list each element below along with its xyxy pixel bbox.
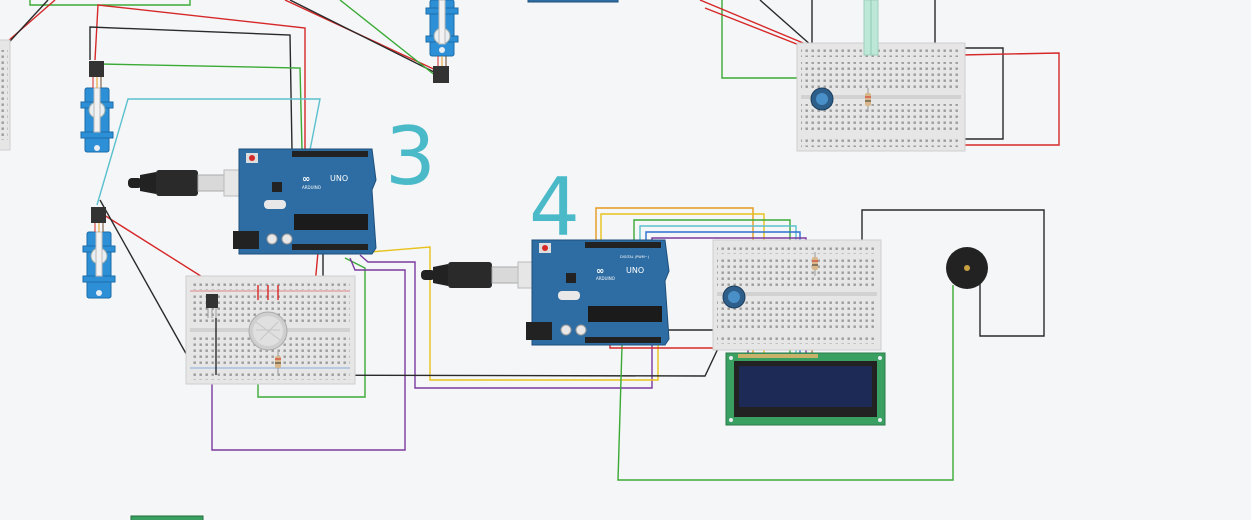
potentiometer-2[interactable] bbox=[722, 285, 746, 309]
resistor-left[interactable] bbox=[275, 350, 281, 374]
potentiometer-1[interactable] bbox=[810, 87, 834, 111]
wire-red[interactable] bbox=[699, 0, 821, 51]
arduino-4[interactable]: ∞ UNO ARDUINO DIGITAL (PWM~) bbox=[526, 239, 670, 346]
wire-green[interactable] bbox=[617, 244, 954, 481]
resistor-short-wires bbox=[215, 285, 279, 375]
arduino-brand-label-3: ARDUINO bbox=[302, 185, 321, 190]
resistor-center[interactable] bbox=[812, 252, 818, 276]
arduino-brand-label-4: ARDUINO bbox=[596, 276, 615, 281]
wire-red[interactable] bbox=[94, 4, 306, 150]
board-label-4: 4 bbox=[529, 161, 580, 254]
arduino-3[interactable]: ∞ UNO ARDUINO bbox=[233, 148, 377, 255]
partial-component-top[interactable] bbox=[527, 0, 619, 3]
wire-black[interactable] bbox=[759, 0, 813, 47]
wire-green[interactable] bbox=[339, 0, 437, 77]
servo-3[interactable] bbox=[425, 0, 459, 83]
resistor-top-right[interactable] bbox=[865, 88, 871, 112]
servo-2[interactable] bbox=[82, 207, 116, 299]
wire-black[interactable] bbox=[958, 47, 1004, 140]
temperature-sensor[interactable] bbox=[206, 294, 218, 318]
lcd-display[interactable] bbox=[725, 352, 886, 426]
wire-green[interactable] bbox=[29, 0, 191, 6]
wire-black[interactable] bbox=[289, 0, 439, 75]
partial-component-bottom[interactable] bbox=[130, 515, 204, 520]
wire-cyan[interactable] bbox=[96, 98, 321, 206]
wire-black[interactable] bbox=[99, 199, 199, 376]
flex-sensor[interactable] bbox=[863, 0, 879, 56]
servo-1[interactable] bbox=[80, 61, 114, 153]
wire-green[interactable] bbox=[99, 63, 303, 151]
board-label-3: 3 bbox=[385, 110, 436, 203]
wire-red[interactable] bbox=[103, 214, 216, 286]
arduino-digital-header-4: DIGITAL (PWM~) bbox=[620, 255, 650, 259]
arduino-model-label-4: UNO bbox=[626, 266, 644, 275]
wire-black[interactable] bbox=[861, 209, 1045, 337]
wire-purple[interactable] bbox=[211, 257, 406, 451]
arduino-logo-4: ∞ bbox=[596, 266, 604, 277]
breadboard-partial-left[interactable] bbox=[0, 39, 11, 151]
arduino-model-label-3: UNO bbox=[330, 174, 348, 183]
gas-sensor[interactable] bbox=[248, 311, 288, 351]
wire-yellow[interactable] bbox=[369, 246, 659, 381]
wire-red[interactable] bbox=[959, 52, 1060, 146]
piezo-buzzer[interactable] bbox=[946, 247, 988, 289]
wire-black[interactable] bbox=[89, 26, 293, 151]
arduino-logo-3: ∞ bbox=[302, 174, 310, 185]
